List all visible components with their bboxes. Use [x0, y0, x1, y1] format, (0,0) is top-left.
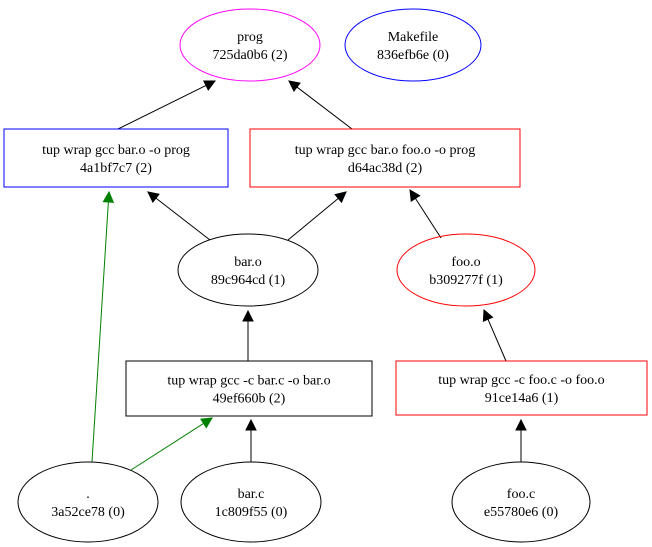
arrowhead-icon [102, 190, 115, 203]
node-label: bar.c [238, 487, 265, 502]
arrowhead-icon [147, 191, 160, 204]
arrowhead-icon [242, 309, 254, 322]
node-label: tup wrap gcc -c bar.c -o bar.o [167, 374, 330, 389]
node-label: tup wrap gcc bar.o -o prog [42, 143, 190, 158]
arrowhead-icon [203, 80, 217, 91]
arrowhead-icon [245, 418, 257, 431]
edge-line [117, 84, 207, 130]
node-label: . [86, 487, 90, 502]
node-cmd-link-bar[interactable]: tup wrap gcc bar.o -o prog 4a1bf7c7 (2) [3, 128, 229, 188]
node-bar-o[interactable]: bar.o 89c964cd (1) [177, 233, 319, 307]
edge-bar-c-to-cmd-compile-bar [245, 418, 257, 462]
node-label: Makefile [388, 30, 439, 45]
node-ellipse [396, 233, 536, 307]
edge-line [296, 86, 353, 130]
edge-cmd-compile-foo-to-foo-o [482, 308, 507, 362]
node-ellipse [451, 461, 591, 543]
node-foo-c[interactable]: foo.c e55780e6 (0) [451, 461, 591, 543]
edge-cmd-link-barfoo-to-prog [288, 80, 353, 130]
edge-line [91, 201, 109, 463]
nodes-layer: prog 725da0b6 (2) Makefile 836efb6e (0) tup … [3, 8, 648, 543]
node-box [395, 360, 648, 416]
edge-line [487, 318, 507, 362]
node-box [249, 128, 521, 188]
edge-bar-o-to-cmd-link-barfoo [287, 191, 347, 241]
node-label: bar.o [234, 255, 262, 270]
node-ellipse [179, 8, 321, 82]
node-ellipse [180, 461, 322, 543]
node-cmd-compile-foo[interactable]: tup wrap gcc -c foo.c -o foo.o 91ce14a6 (… [395, 360, 648, 416]
node-makefile[interactable]: Makefile 836efb6e (0) [344, 8, 482, 82]
arrowhead-icon [482, 308, 494, 322]
node-foo-o[interactable]: foo.o b309277f (1) [396, 233, 536, 307]
arrowhead-icon [334, 191, 347, 204]
node-label: foo.o [451, 255, 480, 270]
node-hash: d64ac38d (2) [348, 161, 423, 176]
node-hash: e55780e6 (0) [484, 505, 559, 520]
node-cmd-link-barfoo[interactable]: tup wrap gcc bar.o foo.o -o prog d64ac38d… [249, 128, 521, 188]
edge-line [415, 198, 442, 239]
node-hash: 89c964cd (1) [211, 273, 286, 288]
node-label: tup wrap gcc -c foo.c -o foo.o [438, 373, 604, 388]
node-box [125, 360, 373, 417]
arrowhead-icon [200, 417, 213, 429]
node-label: prog [237, 30, 263, 45]
node-hash: 4a1bf7c7 (2) [80, 161, 152, 176]
edge-line [130, 422, 204, 471]
edge-foo-c-to-cmd-compile-foo [515, 418, 527, 462]
node-hash: 49ef660b (2) [213, 392, 286, 407]
node-label: foo.c [507, 487, 535, 502]
edge-cmd-compile-bar-to-bar-o [242, 309, 254, 361]
node-box [3, 128, 229, 188]
edge-line [287, 197, 339, 241]
node-ellipse [17, 461, 159, 543]
node-hash: 91ce14a6 (1) [485, 391, 559, 406]
edge-foo-o-to-cmd-link-barfoo [409, 189, 442, 239]
node-cmd-compile-bar[interactable]: tup wrap gcc -c bar.c -o bar.o 49ef660b (… [125, 360, 373, 417]
node-ellipse [344, 8, 482, 82]
edges-layer [91, 80, 527, 471]
node-hash: 3a52ce78 (0) [51, 505, 125, 520]
node-hash: 1c809f55 (0) [215, 505, 288, 520]
edge-line [155, 197, 211, 241]
arrowhead-icon [409, 189, 421, 202]
node-dot-dir[interactable]: . 3a52ce78 (0) [17, 461, 159, 543]
node-hash: 725da0b6 (2) [212, 48, 287, 63]
edge-bar-o-to-cmd-link-bar [147, 191, 211, 241]
edge-cmd-link-bar-to-prog [117, 80, 217, 130]
node-hash: 836efb6e (0) [377, 48, 449, 63]
arrowhead-icon [515, 418, 527, 431]
edge-dot-dir-to-cmd-link-bar [91, 190, 115, 463]
node-prog[interactable]: prog 725da0b6 (2) [179, 8, 321, 82]
node-ellipse [177, 233, 319, 307]
edge-dot-dir-to-cmd-compile-bar [130, 417, 213, 471]
node-label: tup wrap gcc bar.o foo.o -o prog [295, 143, 475, 158]
node-bar-c[interactable]: bar.c 1c809f55 (0) [180, 461, 322, 543]
arrowhead-icon [288, 80, 301, 92]
node-hash: b309277f (1) [429, 273, 503, 288]
